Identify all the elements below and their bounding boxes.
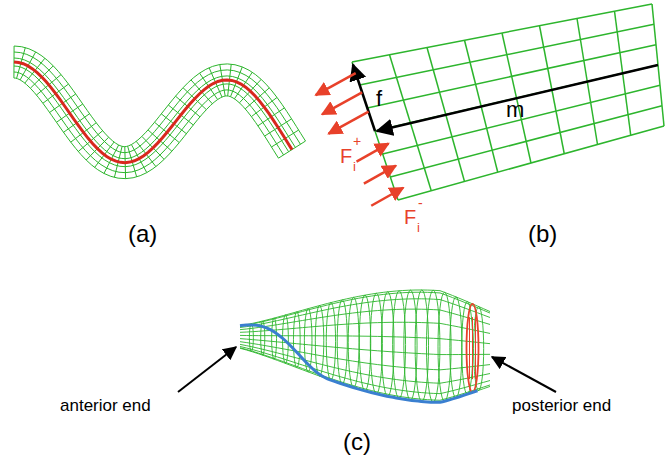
posterior-ring [467,304,479,393]
mesh-ring [272,318,277,359]
mesh-line [240,348,490,402]
mesh-ring [348,297,359,387]
mesh-ring [359,295,370,391]
mesh-ring [381,292,394,397]
mesh-ring [370,293,382,393]
grid-line [398,126,664,200]
mesh-line [14,66,289,167]
force-arrow [357,144,389,162]
f-vector [353,65,375,131]
m-vector [377,65,658,131]
mesh-ribbon [14,46,306,179]
panel-label: (a) [128,222,157,246]
force-superscript: + [353,134,361,148]
worm-body-mesh [240,290,490,403]
callout-label: posterior end [512,397,611,414]
posterior-ring [472,317,473,379]
leader-arrow [178,347,236,392]
mesh-line [240,342,490,370]
mesh-ring [249,324,253,352]
grid-line [390,106,662,177]
force-subscript: i [417,221,420,234]
mesh-ring [326,303,335,381]
mesh-line [14,58,295,159]
callout-label: anterior end [60,397,151,414]
mesh-ring [315,306,323,377]
mesh-ring [450,297,462,398]
grid-line [352,4,652,62]
mesh-ring [337,300,347,384]
mesh-line [278,141,305,158]
posterior-ring [475,317,476,379]
mesh-line [240,344,490,383]
leader-arrow [492,357,556,392]
mesh-plate [316,4,664,206]
mesh-ring [293,312,300,368]
posterior-ring [469,317,470,379]
vector-label: m [506,99,524,121]
mesh-line [240,348,490,400]
force-arrow [322,92,362,114]
force-superscript: - [418,196,423,210]
mesh-ring [438,292,451,401]
center-line [14,62,292,163]
dorsal-line [240,325,478,402]
mesh-line [240,322,490,333]
force-label: F [404,207,416,227]
force-arrow [329,112,369,134]
mesh-line [240,339,490,355]
panel-label: (c) [343,430,371,454]
mesh-line [240,292,490,326]
mesh-line [240,309,490,329]
force-arrow [316,73,356,95]
force-label: F [340,146,352,166]
vector-label: f [376,88,382,110]
force-subscript: i [353,160,356,173]
force-arrow [364,166,396,184]
force-arrow [371,188,403,206]
panel-label: (b) [528,222,557,246]
grid-line [352,62,398,200]
mesh-line [240,335,490,343]
